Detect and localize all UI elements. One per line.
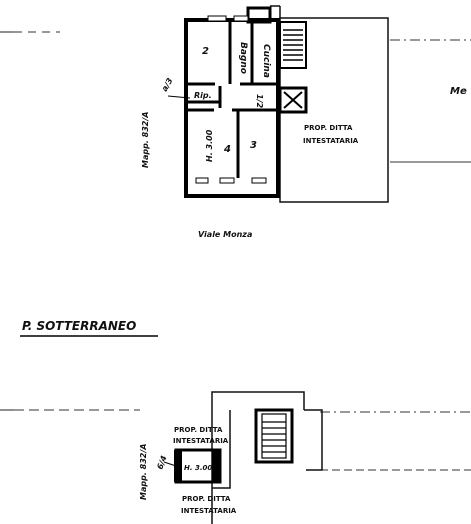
height-label-upper: H. 3.00 — [205, 129, 214, 162]
parcel-label-upper: Mapp. 832/A — [141, 112, 150, 168]
section-title-basement: P. SOTTERRANEO — [22, 319, 136, 333]
kitchen-fraction-label: 1/2 — [255, 94, 264, 108]
bathroom-label: Bagno — [238, 42, 248, 74]
lower-floor-plan: H. 3.00 Mapp. 832/A 6/4 PROP. DITTA INTE… — [139, 391, 323, 524]
upper-floor-plan: 2 Bagno Cucina 1/2 Rip. 4 3 H. 3.00 Mapp… — [141, 5, 467, 239]
fraction-label-upper: a/3 — [160, 76, 175, 93]
street-label: Viale Monza — [198, 230, 252, 239]
owner-label-lower-top-1: PROP. DITTA — [174, 426, 223, 434]
owner-label-lower-bottom-1: PROP. DITTA — [182, 495, 231, 503]
owner-label-lower-top-2: INTESTATARIA — [173, 437, 229, 445]
fraction-label-lower: 6/4 — [155, 454, 168, 471]
owner-label-lower-bottom-2: INTESTATARIA — [181, 507, 237, 515]
margin-marks — [0, 31, 14, 411]
height-label-lower: H. 3.00 — [184, 464, 212, 472]
storage-label: Rip. — [194, 91, 212, 100]
property-lines-lower — [14, 409, 471, 471]
right-edge-note: Me — [450, 86, 467, 97]
room-2-label: 2 — [202, 46, 209, 57]
room-4-label: 4 — [223, 144, 231, 155]
kitchen-label: Cucina — [261, 44, 271, 78]
staircase-lower — [254, 408, 294, 464]
room-3-label: 3 — [250, 140, 257, 151]
property-lines-upper — [14, 31, 471, 163]
interior-walls — [186, 20, 278, 198]
owner-label-upper-1: PROP. DITTA — [304, 124, 353, 132]
parcel-label-lower: Mapp. 832/A — [139, 444, 148, 500]
owner-label-upper-2: INTESTATARIA — [303, 137, 359, 145]
